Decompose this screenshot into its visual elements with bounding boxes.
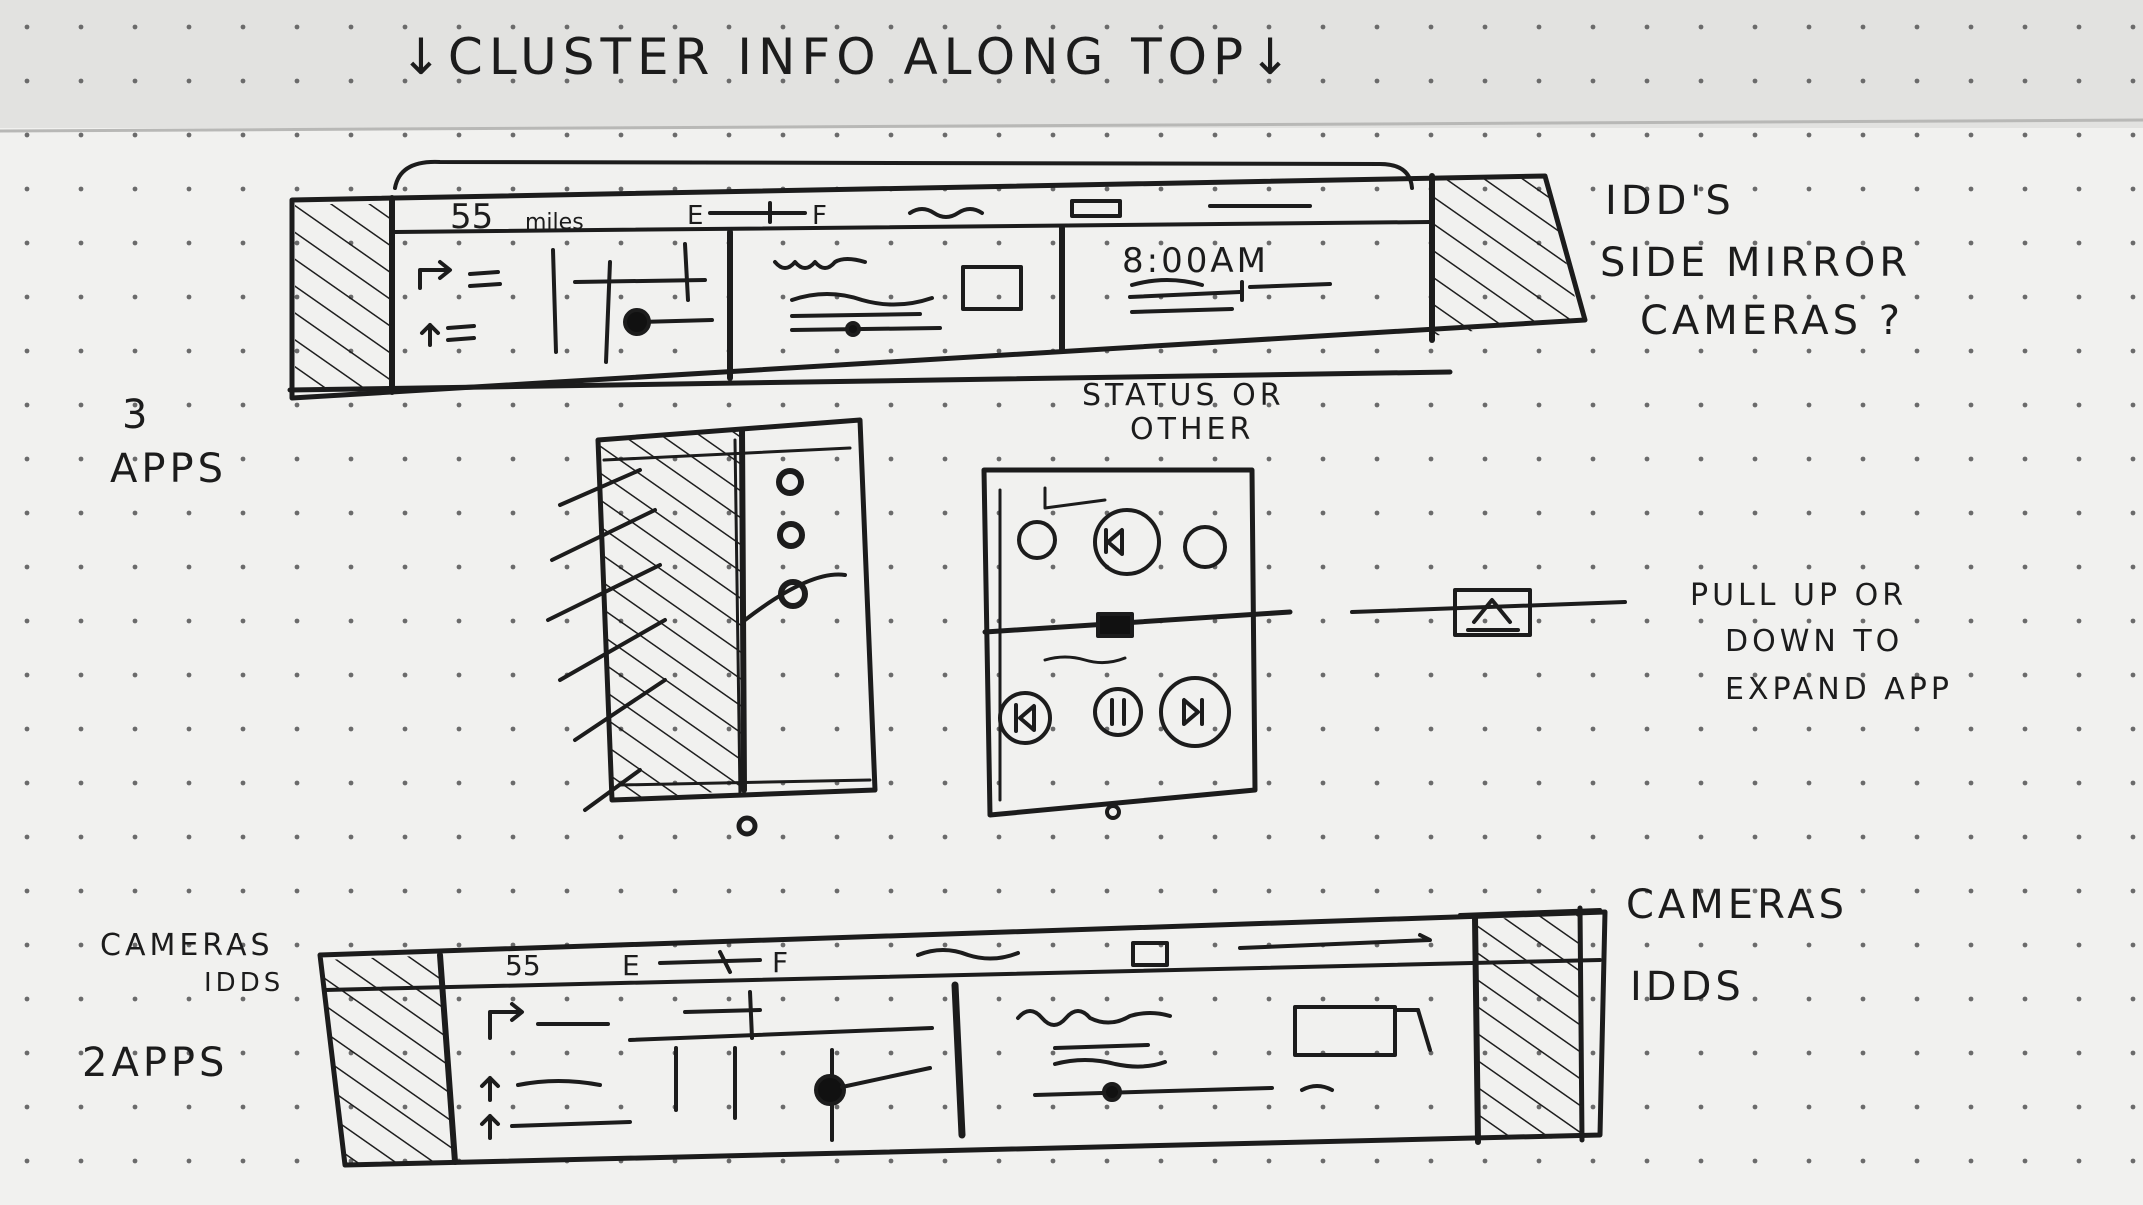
expand-app-sketch [1350,588,1627,637]
arrow-down-icon: ↓ [1249,28,1298,86]
phone-app-hatched [546,417,878,837]
note-two-apps: 2APPS [82,1040,229,1086]
note-idds-left: IDDS [204,968,285,998]
arrow-down-icon: ↓ [400,28,448,86]
top-speed-unit: miles [525,210,584,235]
bottom-speed-value: 55 [505,949,541,982]
dashboard-three-apps [287,159,1588,401]
top-fuel-empty: E [687,201,703,231]
note-side-mirror: SIDE MIRROR [1600,240,1912,286]
note-cameras-question: CAMERAS ? [1640,298,1904,344]
note-idds-right: IDDS [1630,964,1745,1010]
note-three-number: 3 [122,392,152,438]
right-camera-area [1432,176,1580,336]
phone-app-media [981,467,1293,820]
note-cameras-left: CAMERAS [100,928,274,963]
note-cluster-info-title: ↓CLUSTER INFO ALONG TOP↓ [400,28,1298,86]
extra-button-icon [1183,525,1227,569]
pause-icon [1093,687,1143,737]
skip-back-icon [1093,508,1161,576]
note-status-or: STATUS OR [1082,378,1285,413]
top-speed-value: 55 [450,197,493,237]
left-camera-area-bottom [323,955,452,1165]
play-button-icon [1017,520,1057,560]
sketch-labels: 55 miles E F 8:00AM 55 E F [450,197,1269,982]
note-pull-up: PULL UP OR [1690,578,1908,613]
note-apps: APPS [110,446,227,492]
note-other: OTHER [1130,412,1255,447]
note-cameras-right: CAMERAS [1626,882,1849,928]
note-down-to: DOWN TO [1725,624,1904,659]
previous-track-icon [998,691,1052,745]
note-expand-app: EXPAND APP [1725,672,1953,707]
note-idds: IDD'S [1605,178,1735,224]
next-track-icon [1159,676,1231,748]
left-camera-area [295,204,392,390]
top-fuel-full: F [812,201,827,231]
dashboard-two-apps [317,905,1608,1168]
top-time: 8:00AM [1122,241,1269,281]
bottom-fuel-empty: E [622,949,640,982]
right-camera-area-bottom [1475,914,1582,1140]
bottom-fuel-full: F [772,946,788,979]
